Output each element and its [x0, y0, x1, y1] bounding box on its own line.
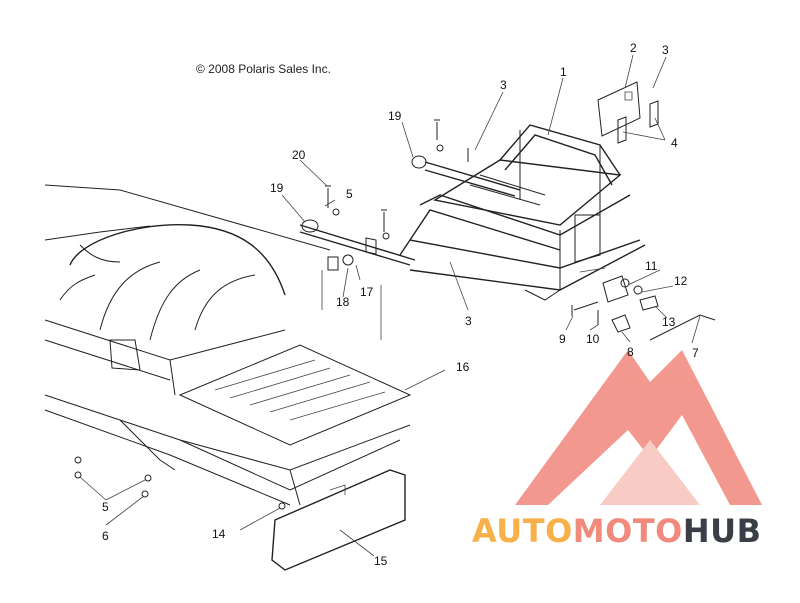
callout-19-lower: 19: [270, 181, 284, 195]
callout-12: 12: [674, 274, 688, 288]
callout-3-top: 3: [500, 78, 507, 92]
callout-3-top-right: 3: [662, 43, 669, 57]
hitch-parts: [579, 267, 716, 341]
callout-10: 10: [586, 332, 600, 346]
callout-5-upper: 5: [346, 187, 353, 201]
callout-4: 4: [671, 136, 678, 150]
rear-platform-16: [178, 344, 412, 506]
callout-3-bottom: 3: [465, 314, 472, 328]
crossbar-19: [299, 155, 521, 266]
watermark-brand: AUTOMOTOHUB: [472, 512, 762, 550]
callout-16: 16: [456, 360, 470, 374]
fasteners-5-6: [74, 456, 286, 510]
callout-19-upper: 19: [388, 109, 402, 123]
brand-hub: HUB: [682, 512, 762, 550]
callout-1: 1: [560, 65, 567, 79]
copyright-notice: © 2008 Polaris Sales Inc.: [196, 62, 331, 76]
brand-moto: MOTO: [572, 512, 683, 550]
watermark-logo-icon: [515, 350, 762, 505]
callout-20: 20: [292, 148, 306, 162]
callout-17: 17: [360, 285, 374, 299]
callout-13: 13: [662, 315, 676, 329]
callout-2: 2: [630, 41, 637, 55]
callout-11: 11: [645, 259, 658, 273]
callout-8: 8: [627, 345, 634, 359]
brackets-4: [617, 100, 659, 144]
machine-body: [44, 184, 401, 506]
callout-7: 7: [692, 346, 699, 360]
rear-rack-1: [399, 124, 646, 301]
brand-auto: AUTO: [472, 512, 573, 550]
callout-5-lower: 5: [102, 500, 109, 514]
callout-9: 9: [559, 332, 566, 346]
callout-6: 6: [102, 529, 109, 543]
callout-15: 15: [374, 554, 388, 568]
callout-labels: 1 2 3 3 3 4 5 5 6 7 8 9 10 11 12 13 14 1…: [102, 41, 699, 568]
plate-2: [597, 81, 641, 137]
leader-lines: [79, 54, 701, 557]
mud-flap-15: [271, 469, 406, 571]
callout-18: 18: [336, 295, 350, 309]
bolts: [325, 119, 599, 325]
callout-14: 14: [212, 527, 226, 541]
